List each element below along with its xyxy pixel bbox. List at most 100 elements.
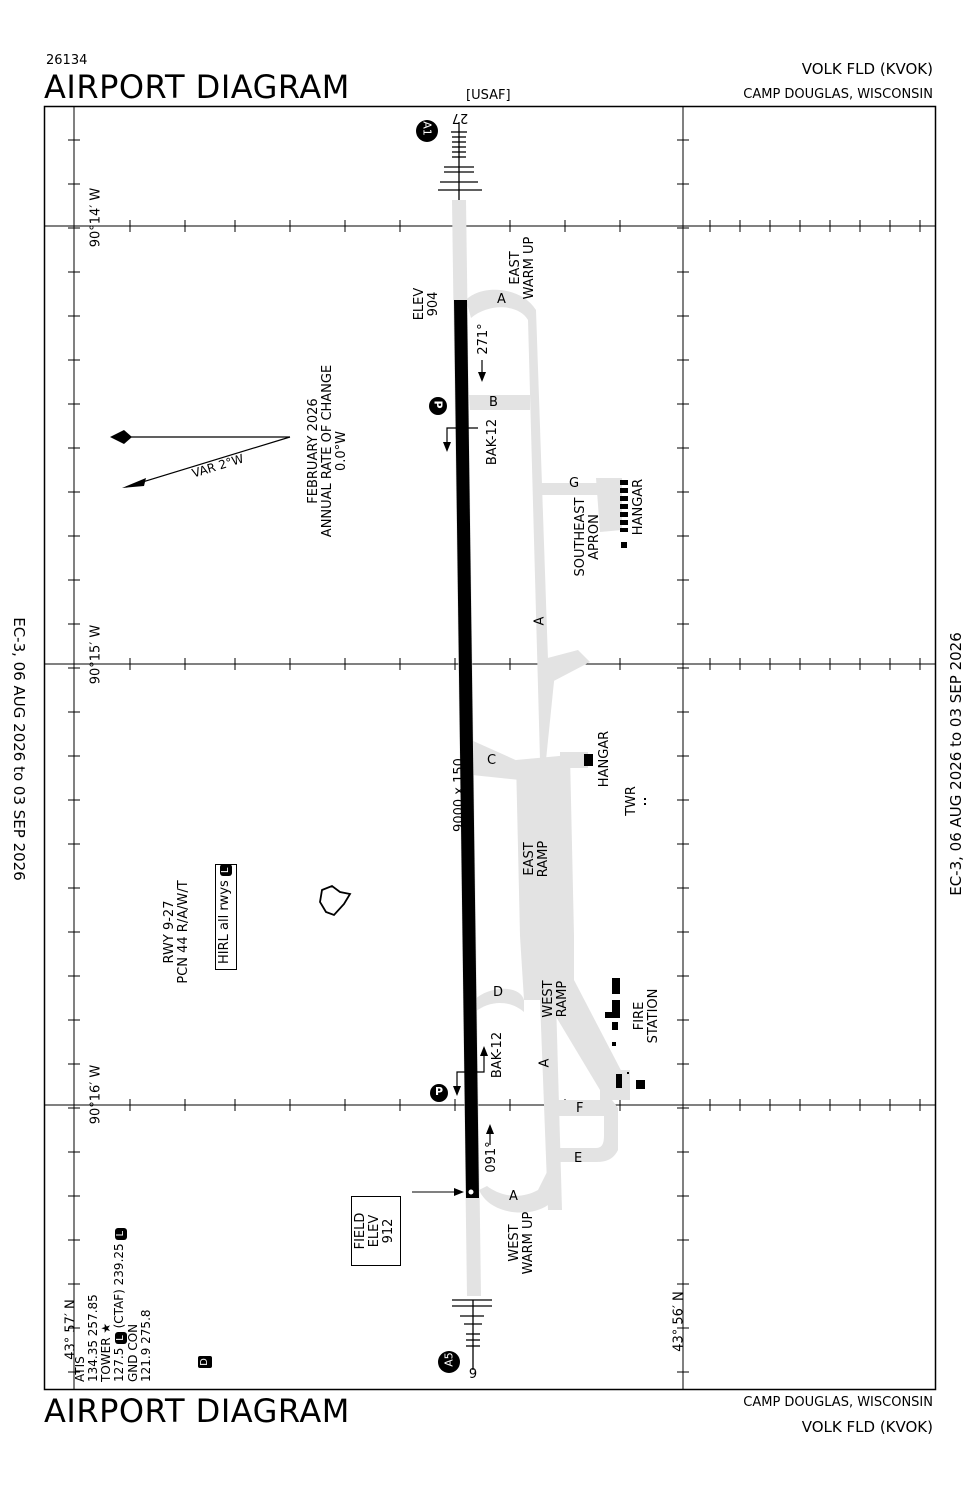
hangar-label-southeast: HANGAR: [631, 478, 646, 536]
tower-star-icon: ★: [99, 1322, 113, 1334]
bak-12-label-27: BAK-12: [485, 418, 500, 466]
fire-station-line1: FIRE: [632, 1001, 647, 1031]
footer-airport-name: VOLK FLD (KVOK): [801, 1418, 933, 1436]
latitude-label-2: 43° 56′ N: [671, 1291, 687, 1352]
arrow-head: [443, 442, 451, 452]
tower-label: TWR: [624, 786, 639, 816]
fire-station-label: FIRE STATION: [632, 976, 661, 1056]
buildings: [584, 480, 646, 1089]
arrow-head: [478, 372, 486, 382]
hirl-label: HIRL all rwys: [217, 880, 232, 964]
approach-lights-27: [438, 122, 482, 200]
taxiway-b: B: [489, 395, 498, 410]
magvar-annual-change: FEBRUARY 2026 ANNUAL RATE OF CHANGE 0.0°…: [306, 351, 353, 551]
d-badge: D: [198, 1356, 212, 1368]
hangar-label-east: HANGAR: [597, 730, 612, 788]
field-elevation-box: FIELD ELEV 912: [351, 1196, 401, 1266]
taxiway-d: D: [493, 985, 504, 1000]
southeast-apron-line1: SOUTHEAST: [573, 497, 588, 577]
papi-badge-9: [430, 1084, 448, 1102]
east-ramp-line2: RAMP: [536, 840, 551, 878]
field-elev-point: [468, 1189, 474, 1195]
heading-091: 091°: [484, 1141, 499, 1173]
west-warm-up-line2: WARM UP: [521, 1211, 536, 1275]
east-warm-up-line1: EAST: [508, 251, 523, 285]
tower-frequency: 127.5: [112, 1347, 126, 1382]
runway-info: RWY 9-27 PCN 44 R/A/W/T: [162, 867, 193, 997]
longitude-label-2: 90°15′ W: [88, 624, 104, 685]
east-ramp-line1: EAST: [522, 842, 537, 876]
ctaf-frequency: (CTAF) 239.25: [112, 1243, 126, 1329]
fire-station-line2: STATION: [646, 988, 661, 1044]
tower-comm-label: TOWER: [99, 1337, 113, 1382]
airport-name: VOLK FLD (KVOK): [801, 60, 933, 78]
west-ramp-line2: RAMP: [555, 980, 570, 1018]
elev-27: ELEV 904: [412, 281, 441, 327]
runway-end-27: 27: [451, 110, 469, 125]
diagram-frame: [43, 105, 937, 1391]
west-ramp-line1: WEST: [541, 980, 556, 1018]
longitude-label-3: 90°16′ W: [88, 1064, 104, 1125]
taxiway-a-north: A: [497, 292, 506, 307]
southeast-apron-line2: APRON: [587, 514, 602, 560]
approach-light-a1-badge: [416, 120, 438, 142]
footer-location: CAMP DOUGLAS, WISCONSIN: [743, 1395, 933, 1410]
taxiway-c: C: [487, 753, 497, 768]
magvar-rate-value: 0.0°W: [334, 430, 349, 472]
west-ramp-label: WEST RAMP: [541, 969, 570, 1029]
operator-label: [USAF]: [466, 88, 511, 103]
field-elev-value: 912: [381, 1218, 396, 1244]
chart-number: 26134: [46, 53, 88, 68]
taxiway-f: F: [576, 1101, 584, 1116]
grid-ticks: [68, 139, 921, 1373]
taxiway-g: G: [569, 476, 580, 491]
communications-block: ATIS 134.35 257.85 TOWER ★ 127.5 L (CTAF…: [73, 1227, 153, 1382]
southeast-apron-label: SOUTHEAST APRON: [573, 497, 602, 577]
longitude-label-1: 90°14′ W: [88, 187, 104, 248]
runway-info-pcn: PCN 44 R/A/W/T: [176, 880, 191, 984]
bak-12-arrows: [446, 427, 485, 1092]
runway-dimensions: 9000 x 150: [452, 758, 467, 832]
papi-label-27: P: [431, 400, 445, 409]
approach-light-a5-label: A5: [442, 1352, 456, 1367]
east-ramp-label: EAST RAMP: [522, 829, 551, 889]
elev-27-label: ELEV: [412, 287, 427, 321]
lighting-icon: L: [115, 1227, 127, 1240]
elev-27-value: 904: [426, 291, 441, 317]
west-warm-up-line1: WEST: [507, 1224, 522, 1262]
approach-light-a1-label: A1: [420, 121, 434, 136]
east-warm-up-line2: WARM UP: [522, 236, 537, 300]
magvar-date: FEBRUARY 2026: [306, 398, 321, 504]
papi-badge-27: [429, 397, 447, 415]
beacon-symbol: [319, 884, 352, 917]
field-elev-label-1: FIELD: [353, 1212, 368, 1250]
bak-12-label-9: BAK-12: [490, 1031, 505, 1079]
coordinate-grid: [44, 107, 935, 1389]
lighting-icon: L: [220, 864, 232, 877]
taxiway-a-south: A: [537, 1058, 553, 1068]
approach-lights-9: [452, 1299, 492, 1370]
taxiway-a-west-warm-up: A: [509, 1189, 518, 1204]
runway-end-9: 9: [468, 1367, 478, 1382]
west-warm-up-label: WEST WARM UP: [507, 1207, 536, 1279]
runway-9-27: [454, 300, 479, 1198]
ground-control-frequency: 121.9 275.8: [139, 1309, 153, 1382]
east-warm-up-label: EAST WARM UP: [508, 233, 537, 303]
magvar-rate-label: ANNUAL RATE OF CHANGE: [320, 364, 335, 538]
magvar-arrows: [118, 436, 291, 488]
footer-title: AIRPORT DIAGRAM: [44, 1392, 350, 1430]
field-elev-label-2: ELEV: [367, 1214, 382, 1248]
runway-info-rwy: RWY 9-27: [162, 900, 177, 964]
arrow-head: [454, 1188, 464, 1196]
true-north-arrow: [110, 430, 132, 444]
taxiway-e: E: [574, 1151, 583, 1166]
airport-location: CAMP DOUGLAS, WISCONSIN: [743, 87, 933, 102]
papi-label-9: P: [434, 1085, 444, 1098]
page-title: AIRPORT DIAGRAM: [44, 68, 350, 106]
taxiway-a-mid: A: [532, 616, 548, 626]
arrow-head: [486, 1124, 494, 1134]
heading-271: 271°: [476, 323, 491, 355]
approach-light-a5-badge: [438, 1351, 460, 1373]
arrow-head: [480, 1046, 488, 1056]
